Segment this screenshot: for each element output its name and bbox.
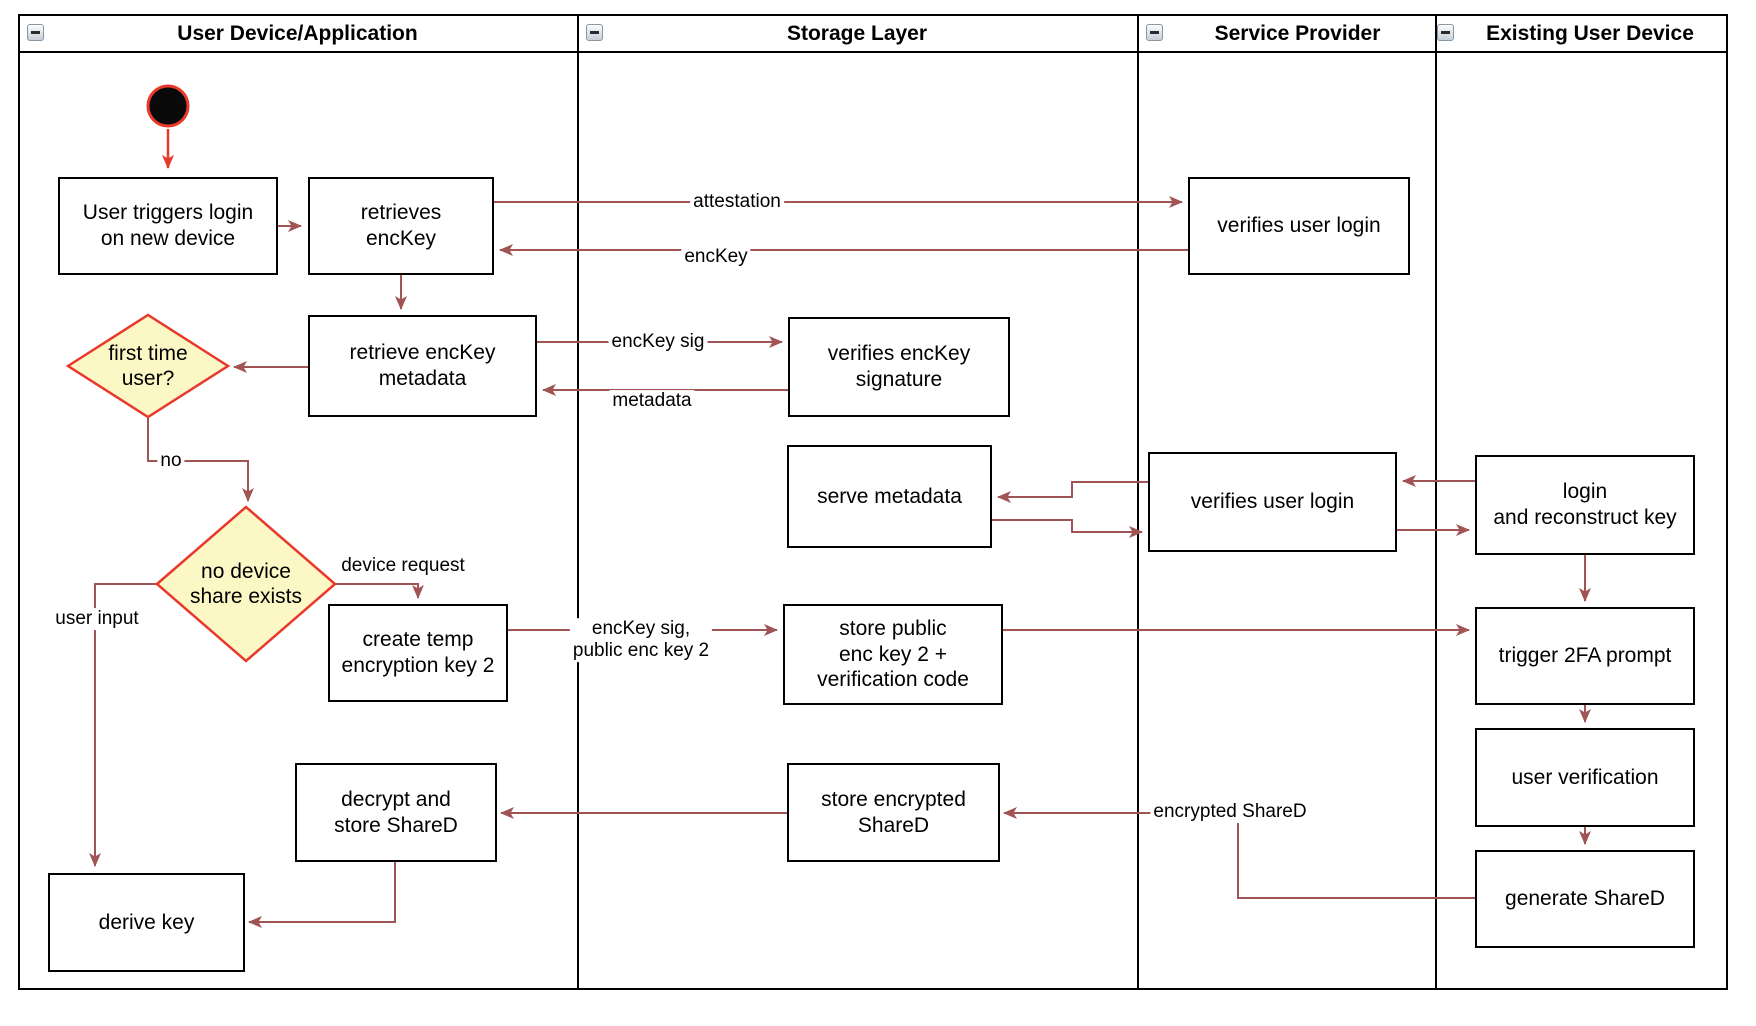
- lane-header-user-device: User Device/Application: [177, 21, 418, 45]
- collapse-lane-icon[interactable]: [1437, 24, 1454, 41]
- minus-icon: [590, 31, 599, 34]
- node-create-temp-encryption-key: create temp encryption key 2: [328, 604, 508, 702]
- lane-divider-1: [577, 14, 579, 990]
- decision-label-no-device-share: no device share exists: [189, 559, 303, 608]
- node-verifies-user-login-1: verifies user login: [1188, 177, 1410, 275]
- edge-label-attestation: attestation: [690, 191, 784, 213]
- edge-label-enckey: encKey: [681, 246, 751, 268]
- node-decrypt-store-shared: decrypt and store ShareD: [295, 763, 497, 862]
- node-user-verification: user verification: [1475, 728, 1695, 827]
- edge-label-enckey-sig: encKey sig: [608, 331, 708, 353]
- lane-divider-2: [1137, 14, 1139, 990]
- collapse-lane-icon[interactable]: [1146, 24, 1163, 41]
- node-retrieves-enckey: retrieves encKey: [308, 177, 494, 275]
- edge-label-metadata: metadata: [609, 390, 695, 412]
- lane-header-divider: [18, 51, 1728, 53]
- minus-icon: [1150, 31, 1159, 34]
- collapse-lane-icon[interactable]: [586, 24, 603, 41]
- collapse-lane-icon[interactable]: [27, 24, 44, 41]
- edge-label-device-request: device request: [338, 555, 468, 577]
- node-generate-shared: generate ShareD: [1475, 850, 1695, 948]
- lane-header-existing-user-device: Existing User Device: [1486, 21, 1694, 45]
- decision-label-first-time-user: first time user?: [108, 341, 188, 390]
- edge-label-user-input: user input: [52, 608, 142, 630]
- node-verifies-user-login-2: verifies user login: [1148, 452, 1397, 552]
- node-verifies-enckey-signature: verifies encKey signature: [788, 317, 1010, 417]
- minus-icon: [31, 31, 40, 34]
- node-retrieve-enckey-metadata: retrieve encKey metadata: [308, 315, 537, 417]
- edge-label-no: no: [157, 450, 185, 472]
- node-trigger-2fa-prompt: trigger 2FA prompt: [1475, 607, 1695, 705]
- node-store-public-enc-key: store public enc key 2 + verification co…: [783, 604, 1003, 705]
- node-user-triggers-login: User triggers login on new device: [58, 177, 278, 275]
- node-derive-key: derive key: [48, 873, 245, 972]
- node-login-and-reconstruct-key: login and reconstruct key: [1475, 455, 1695, 555]
- node-serve-metadata: serve metadata: [787, 445, 992, 548]
- lane-divider-3: [1435, 14, 1437, 990]
- minus-icon: [1441, 31, 1450, 34]
- edge-label-encrypted-shared: encrypted ShareD: [1150, 801, 1310, 823]
- lane-header-service-provider: Service Provider: [1214, 21, 1381, 45]
- edge-label-enckey-sig-pub2: encKey sig, public enc key 2: [569, 618, 713, 662]
- lane-header-storage-layer: Storage Layer: [786, 21, 928, 45]
- node-store-encrypted-shared: store encrypted ShareD: [787, 763, 1000, 862]
